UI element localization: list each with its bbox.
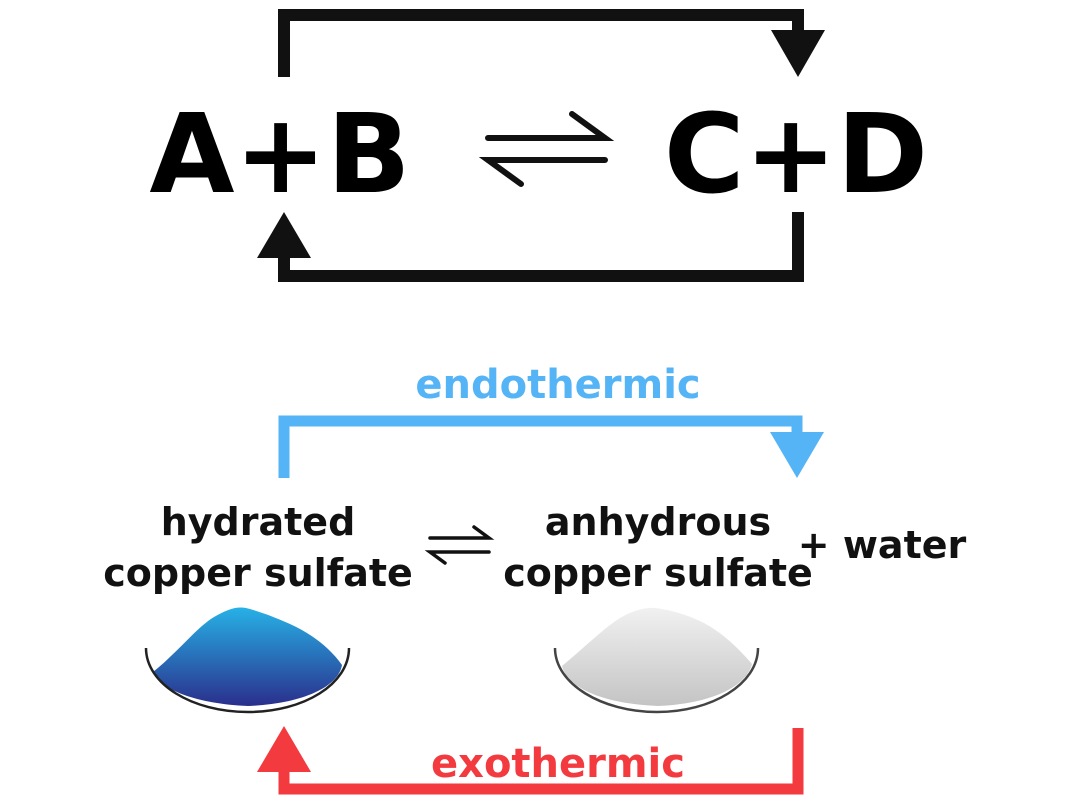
example-equilibrium-arrows (424, 525, 495, 565)
hydrated-copper-sulfate-dish (144, 607, 351, 714)
endothermic-label: endothermic (415, 362, 700, 408)
forward-arrow (278, 9, 825, 77)
reverse-arrow (257, 212, 804, 282)
reactant-label-line1: hydrated (161, 500, 356, 544)
exothermic-arrow (257, 726, 804, 795)
blue-powder (153, 607, 342, 706)
anhydrous-copper-sulfate-dish (553, 607, 760, 714)
exothermic-label: exothermic (431, 741, 685, 787)
endothermic-arrow (278, 415, 824, 478)
product-label-line2: copper sulfate (503, 551, 813, 595)
equilibrium-arrows (478, 111, 615, 187)
general-equation: A+B C+D (149, 9, 928, 282)
reactants-label: A+B (149, 90, 410, 218)
dish-outline (144, 647, 351, 714)
product-label-line1: anhydrous (545, 500, 771, 544)
water-label: + water (798, 523, 967, 567)
products-label: C+D (664, 90, 928, 218)
reactant-label-line2: copper sulfate (103, 551, 413, 595)
copper-sulfate-example: endothermic hydrated copper sulfate anhy… (103, 362, 967, 795)
white-powder (562, 607, 752, 706)
dish-outline (553, 647, 760, 714)
